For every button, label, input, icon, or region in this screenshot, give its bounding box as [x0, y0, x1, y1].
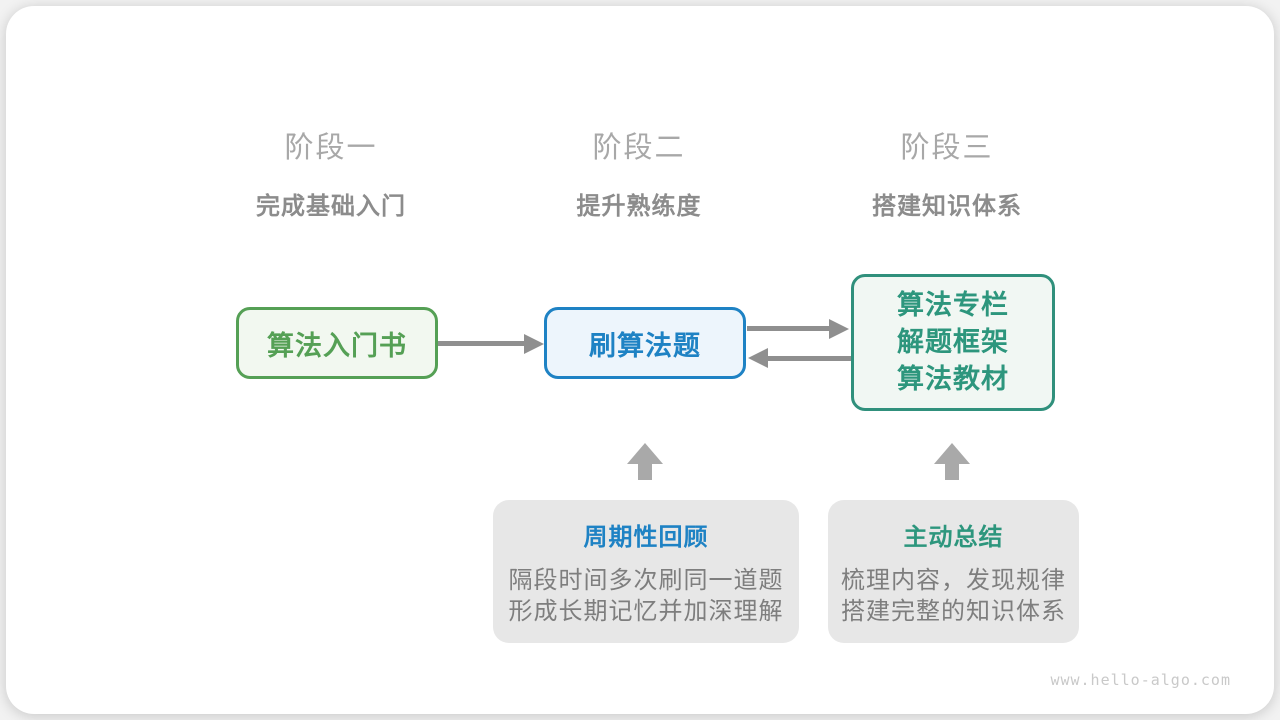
- callout-summary-line-2: 搭建完整的知识体系: [841, 598, 1066, 625]
- callout-review-line-2: 形成长期记忆并加深理解: [508, 598, 784, 625]
- arrow-forward-2-head-icon: [829, 319, 849, 339]
- node-resources: 算法专栏 解题框架 算法教材: [851, 274, 1055, 411]
- node-intro-book-label: 算法入门书: [267, 330, 407, 361]
- stage-2-title: 阶段二: [592, 132, 686, 164]
- up-arrow-summary-stem: [945, 464, 959, 480]
- callout-review: 周期性回顾 隔段时间多次刷同一道题 形成长期记忆并加深理解: [493, 500, 799, 643]
- arrow-forward-1-head-icon: [524, 334, 544, 354]
- up-arrow-review-stem: [638, 464, 652, 480]
- callout-review-body: 隔段时间多次刷同一道题 形成长期记忆并加深理解: [493, 565, 799, 627]
- arrow-back-head-icon: [748, 348, 768, 368]
- arrow-back-line: [766, 356, 851, 361]
- stage-3-subtitle: 搭建知识体系: [872, 193, 1022, 220]
- up-arrow-review-head: [627, 443, 663, 464]
- callout-summary-title: 主动总结: [903, 524, 1004, 551]
- node-resources-line-3: 算法教材: [897, 364, 1009, 394]
- stage-2-subtitle: 提升熟练度: [576, 193, 702, 220]
- node-resources-line-2: 解题框架: [897, 327, 1009, 357]
- arrow-forward-2-line: [747, 326, 831, 331]
- node-practice-label: 刷算法题: [589, 330, 701, 361]
- stage-2-header: 阶段二 提升熟练度: [479, 124, 799, 221]
- stage-3-header: 阶段三 搭建知识体系: [787, 124, 1107, 221]
- stage-1-subtitle: 完成基础入门: [256, 193, 406, 220]
- callout-review-title: 周期性回顾: [583, 524, 709, 551]
- figure-card: 阶段一 完成基础入门 阶段二 提升熟练度 阶段三 搭建知识体系 算法入门书 刷算…: [6, 6, 1274, 714]
- node-practice: 刷算法题: [544, 307, 746, 379]
- up-arrow-summary-icon: [934, 443, 970, 480]
- up-arrow-review-icon: [627, 443, 663, 480]
- up-arrow-summary-head: [934, 443, 970, 464]
- arrow-forward-1-line: [438, 341, 526, 346]
- watermark: www.hello-algo.com: [1050, 671, 1231, 689]
- stage-3-title: 阶段三: [900, 132, 994, 164]
- stage-1-header: 阶段一 完成基础入门: [171, 124, 491, 221]
- node-intro-book: 算法入门书: [236, 307, 438, 379]
- callout-summary-body: 梳理内容，发现规律 搭建完整的知识体系: [828, 565, 1079, 627]
- stage-1-title: 阶段一: [284, 132, 378, 164]
- callout-summary-line-1: 梳理内容，发现规律: [841, 567, 1066, 594]
- node-resources-line-1: 算法专栏: [897, 290, 1009, 320]
- callout-summary: 主动总结 梳理内容，发现规律 搭建完整的知识体系: [828, 500, 1079, 643]
- callout-review-line-1: 隔段时间多次刷同一道题: [508, 567, 784, 594]
